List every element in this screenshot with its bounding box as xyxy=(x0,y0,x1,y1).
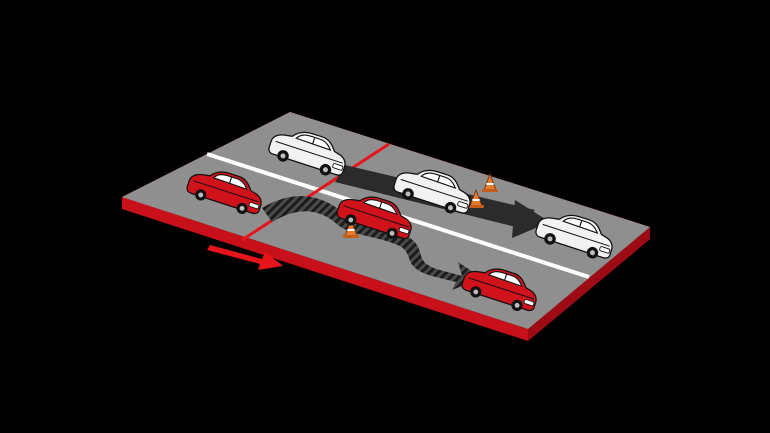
start-line xyxy=(241,142,390,242)
white-car-path-arrowhead xyxy=(512,200,550,238)
red-car-path xyxy=(262,196,482,290)
road-edge-right xyxy=(528,227,650,341)
road-edge-front xyxy=(122,197,528,341)
direction-arrow-icon xyxy=(207,245,283,270)
